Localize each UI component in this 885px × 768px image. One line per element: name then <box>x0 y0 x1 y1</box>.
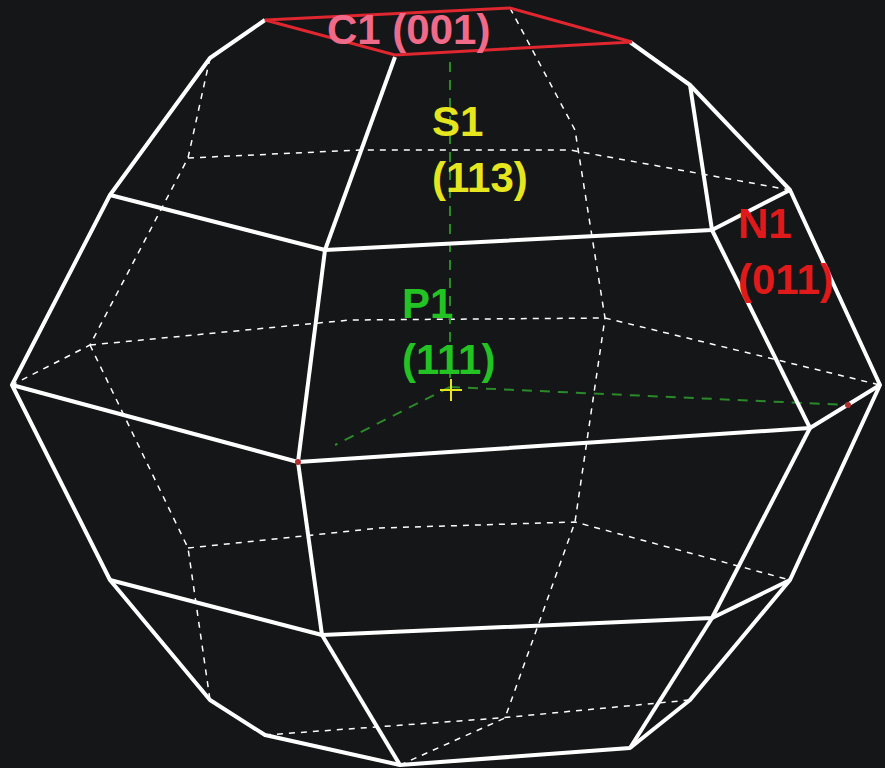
face-label: N1 (011) <box>738 196 863 308</box>
face-label: C1 (001) <box>327 2 587 58</box>
face-label: S1 (113) <box>432 94 557 206</box>
face-label: P1 (111) <box>402 276 527 388</box>
